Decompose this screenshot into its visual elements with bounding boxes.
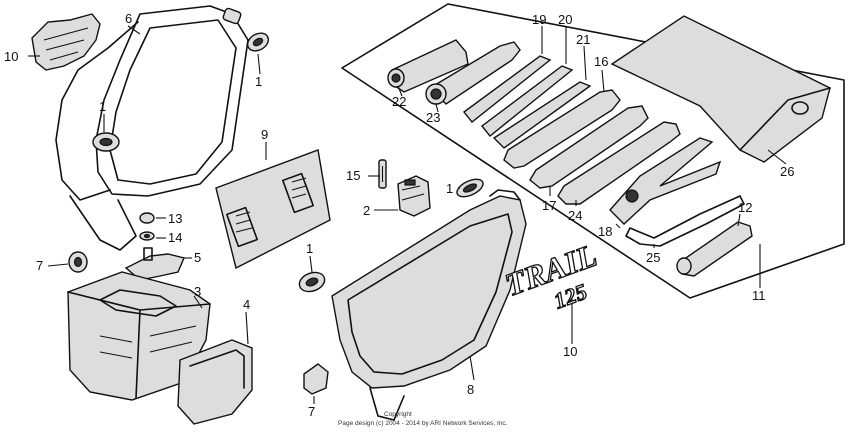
- callout-16: 16: [594, 54, 608, 69]
- screwdriver-part: [481, 65, 574, 137]
- tool-box-cover-part: [177, 339, 253, 425]
- callout-20: 20: [558, 12, 572, 27]
- leader-lines: [28, 25, 787, 404]
- callout-1: 1: [306, 241, 313, 256]
- fuse-holder-part: [397, 175, 431, 217]
- callout-25: 25: [646, 250, 660, 265]
- callout-18: 18: [598, 224, 612, 239]
- callout-14: 14: [168, 230, 182, 245]
- callout-21: 21: [576, 32, 590, 47]
- left-side-cover-frame-part: [95, 5, 249, 197]
- callout-17: 17: [542, 198, 556, 213]
- callout-22: 22: [392, 94, 406, 109]
- callout-15: 15: [346, 168, 360, 183]
- copyright-line1: Copyright: [384, 411, 412, 418]
- tool-bag-part: [610, 15, 831, 163]
- callout-24: 24: [568, 208, 582, 223]
- callout-9: 9: [261, 127, 268, 142]
- wrench-part: [557, 121, 681, 205]
- callout-11: 11: [752, 288, 766, 303]
- callout-19: 19: [532, 12, 546, 27]
- screwdriver-handle-part: [492, 81, 592, 149]
- hook-wrench-part: [625, 195, 745, 247]
- callout-2: 2: [363, 203, 370, 218]
- callout-26: 26: [780, 164, 794, 179]
- callout-4: 4: [243, 297, 250, 312]
- callout-1: 1: [255, 74, 262, 89]
- callout-1: 1: [99, 99, 106, 114]
- grommet-part: [303, 363, 329, 395]
- callout-7: 7: [308, 404, 315, 419]
- copyright-line2: Page design (c) 2004 - 2014 by ARI Netwo…: [338, 420, 508, 427]
- screwdriver-part: [462, 55, 552, 123]
- right-side-cover-part: [331, 195, 527, 389]
- callout-7: 7: [36, 258, 43, 273]
- caution-label-part: [31, 13, 101, 71]
- callout-labels: 10 6 1 1 9 22 19 20 21 23 16 15 2 1 13 1…: [4, 11, 794, 419]
- nut-part: [139, 212, 155, 224]
- box-wrench-part: [428, 41, 521, 105]
- wrench-part: [529, 105, 649, 189]
- callout-3: 3: [194, 284, 201, 299]
- callout-1: 1: [446, 181, 453, 196]
- callout-8: 8: [467, 382, 474, 397]
- callout-23: 23: [426, 110, 440, 125]
- callout-6: 6: [125, 11, 132, 26]
- callout-13: 13: [168, 211, 182, 226]
- callout-10: 10: [563, 344, 577, 359]
- tool-kit-outline: [341, 3, 845, 299]
- pliers-part: [609, 137, 722, 225]
- callout-10: 10: [4, 49, 18, 64]
- callout-12: 12: [738, 200, 752, 215]
- callout-5: 5: [194, 250, 201, 265]
